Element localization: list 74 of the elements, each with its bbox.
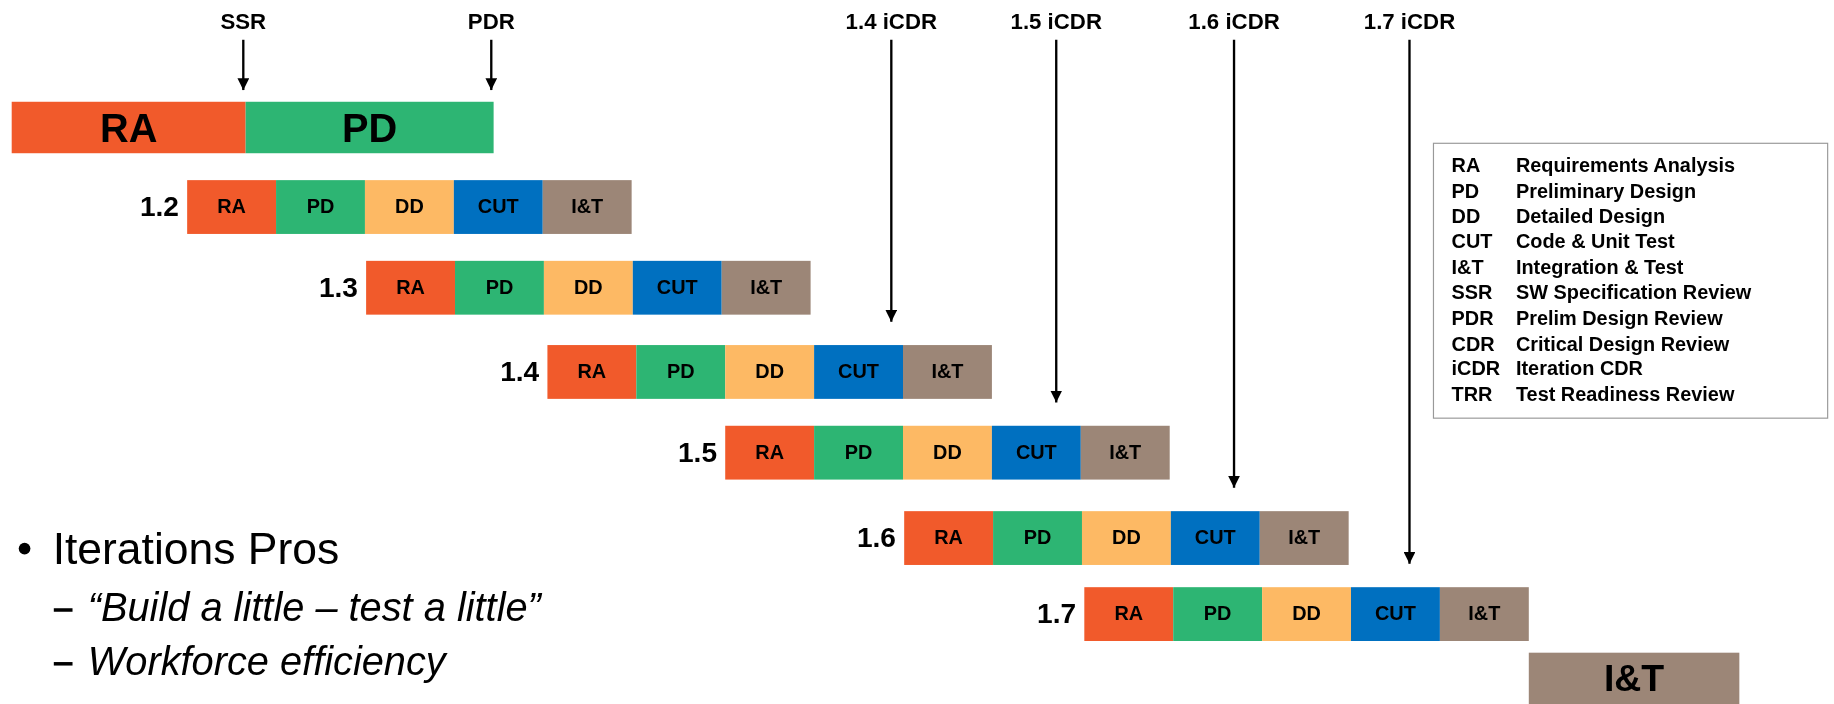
phase-bar: DD — [364, 180, 454, 234]
abbreviation: I&T — [1451, 256, 1484, 280]
phase-bar: PD — [455, 260, 544, 315]
definition-text: Prelim Design Review — [1515, 307, 1723, 331]
phase-bar: RA — [904, 511, 994, 565]
abbreviation: CDR — [1451, 332, 1495, 357]
milestone-arrow — [1228, 39, 1240, 488]
definition-text: Detailed Design — [1515, 205, 1666, 229]
phase-bar: CUT — [1351, 587, 1440, 641]
sub-bullet-text: Workforce efficiency — [87, 638, 446, 685]
phase-bar: I&T — [903, 345, 992, 399]
definition-text: Test Readiness Review — [1515, 383, 1735, 408]
abbreviation: PDR — [1451, 307, 1494, 331]
phase-bar: PD — [993, 511, 1082, 565]
phase-bar: PD — [245, 101, 494, 154]
phase-bar: I&T — [1439, 587, 1529, 641]
phase-bar: RA — [725, 425, 815, 480]
phase-bar: PD — [276, 180, 365, 234]
milestone-arrow — [1050, 39, 1063, 403]
phase-bar: RA — [1084, 587, 1174, 641]
phase-bar: I&T — [721, 260, 811, 315]
abbreviation: SSR — [1451, 281, 1493, 306]
definition-text: Preliminary Design — [1515, 179, 1697, 204]
phase-bar: DD — [1081, 511, 1171, 565]
iteration-number: 1.7 — [1037, 597, 1077, 631]
abbreviation: PD — [1451, 179, 1480, 204]
phase-bar: CUT — [814, 345, 903, 399]
phase-bar: RA — [187, 180, 277, 234]
phase-bar: PD — [814, 425, 903, 480]
bullet-text: Iterations Pros — [52, 524, 340, 575]
milestone-arrow — [485, 39, 498, 91]
phase-bar: I&T — [1528, 652, 1740, 704]
definition-text: Integration & Test — [1515, 256, 1684, 280]
definition-text: Requirements Analysis — [1515, 154, 1736, 178]
phase-bar: CUT — [453, 180, 543, 234]
abbreviation: DD — [1451, 205, 1481, 229]
phase-bar: RA — [11, 101, 246, 154]
iteration-number: 1.6 — [856, 521, 896, 555]
phase-bar: DD — [1262, 587, 1351, 641]
definition-text: SW Specification Review — [1515, 281, 1752, 306]
phase-bar: CUT — [1170, 511, 1260, 565]
iteration-number: 1.4 — [500, 355, 540, 389]
milestone-label: 1.6 iCDR — [1188, 9, 1280, 36]
phase-bar: I&T — [1259, 511, 1349, 565]
milestone-arrow — [1403, 39, 1416, 564]
phase-bar: RA — [366, 260, 455, 315]
abbreviation: CUT — [1451, 230, 1493, 255]
abbreviation: RA — [1451, 154, 1481, 178]
iteration-number: 1.5 — [678, 436, 718, 470]
abbreviation: TRR — [1451, 383, 1493, 408]
phase-bar: RA — [547, 345, 637, 399]
phase-bar: I&T — [542, 180, 632, 234]
phase-bar: DD — [725, 345, 815, 399]
milestone-arrow — [885, 39, 898, 322]
phase-bar: DD — [903, 425, 992, 480]
definition-text: Code & Unit Test — [1515, 230, 1675, 255]
phase-bar: CUT — [632, 260, 722, 315]
milestone-label: 1.7 iCDR — [1363, 9, 1456, 36]
definition-text: Critical Design Review — [1515, 332, 1730, 357]
milestone-label: 1.4 iCDR — [845, 9, 937, 36]
milestone-arrow — [237, 39, 250, 91]
iteration-number: 1.3 — [318, 271, 358, 305]
definition-text: Iteration CDR — [1515, 358, 1643, 382]
phase-bar: CUT — [991, 425, 1081, 480]
milestone-label: PDR — [467, 9, 515, 36]
iteration-number: 1.2 — [139, 190, 179, 224]
sub-bullet-text: “Build a little – test a little” — [87, 584, 541, 631]
milestone-label: 1.5 iCDR — [1010, 9, 1102, 36]
abbreviation: iCDR — [1451, 358, 1501, 382]
phase-bar: I&T — [1080, 425, 1170, 480]
phase-bar: PD — [1173, 587, 1263, 641]
phase-bar: PD — [636, 345, 726, 399]
phase-bar: DD — [543, 260, 633, 315]
milestone-label: SSR — [220, 9, 267, 36]
